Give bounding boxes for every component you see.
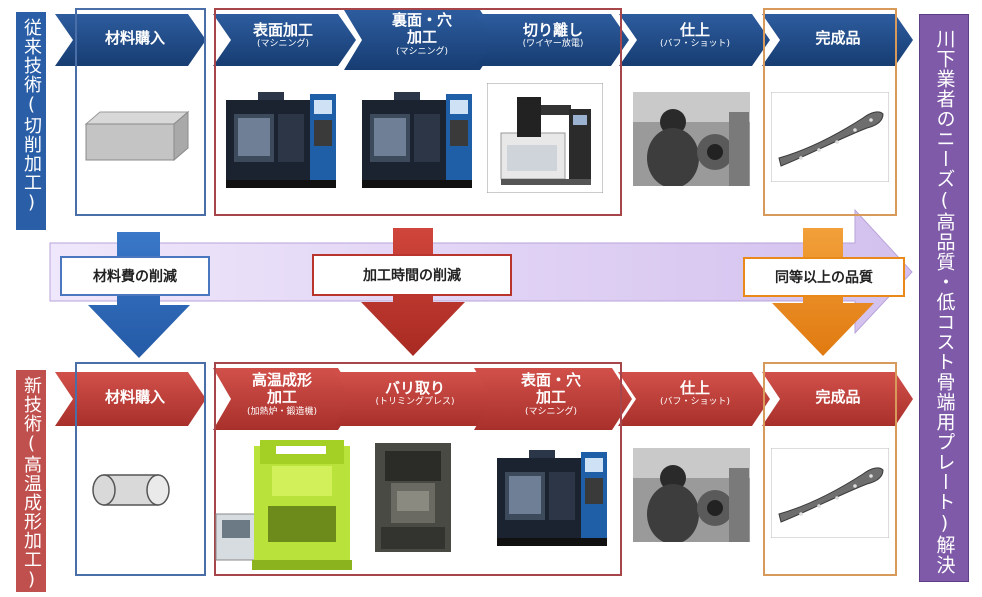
new-step-forming-label: 高温成形 加工 [251, 371, 312, 407]
new-step-product: 完成品 [780, 388, 896, 406]
machining-center-image-1 [226, 92, 336, 188]
new-step-product-label: 完成品 [815, 388, 861, 406]
new-step-finish-sub: (バフ・ショット) [659, 397, 731, 408]
conv-material-box [75, 8, 206, 216]
forging-press-image [215, 440, 352, 570]
new-step-finish: 仕上 (バフ・ショット) [636, 379, 754, 408]
new-step-material: 材料購入 [80, 388, 190, 406]
downstream-needs-panel: 川下業者のニーズ(高品質・低コスト骨端用プレート)解決 [919, 14, 969, 582]
square-bar-stock-image [84, 110, 190, 162]
conv-step-cut-sub: (ワイヤー放電) [522, 39, 584, 50]
polishing-worker-photo-2 [633, 448, 750, 542]
conv-step-finish: 仕上 (バフ・ショット) [636, 21, 754, 50]
machining-center-image-3 [497, 450, 607, 546]
bone-plate-image-top [771, 92, 889, 182]
conv-step-cut-label: 切り離し [522, 21, 583, 39]
conv-machining-box [214, 8, 622, 216]
conv-step-back-sub: (マシニング) [395, 46, 449, 57]
trimming-press-photo [375, 443, 451, 552]
new-step-finish-label: 仕上 [679, 379, 710, 397]
new-step-deburr: バリ取り (トリミングプレス) [352, 379, 478, 408]
downstream-needs-text: 川下業者のニーズ(高品質・低コスト骨端用プレート)解決 [933, 29, 956, 575]
effect-processing-time-text: 加工時間の削減 [363, 268, 461, 284]
new-product-box [763, 362, 897, 576]
conv-step-material: 材料購入 [80, 29, 190, 47]
effect-quality: 同等以上の品質 [743, 257, 905, 297]
new-step-forming: 高温成形 加工 (加熱炉・鍛造機) [226, 371, 338, 417]
conv-step-product-label: 完成品 [815, 29, 861, 47]
conventional-chevrons [55, 10, 913, 70]
new-step-deburr-sub: (トリミングプレス) [375, 397, 455, 408]
machining-center-image-2 [362, 92, 472, 188]
effect-material-cost: 材料費の削減 [60, 256, 210, 296]
conv-step-product: 完成品 [780, 29, 896, 47]
conv-step-material-label: 材料購入 [104, 29, 165, 47]
round-bar-stock-image [92, 474, 170, 506]
conv-step-finish-sub: (バフ・ショット) [659, 39, 731, 50]
new-step-surface-sub: (マシニング) [524, 406, 578, 417]
conv-step-back: 裏面・穴 加工 (マシニング) [362, 11, 482, 57]
conv-step-back-label: 裏面・穴 加工 [391, 11, 452, 47]
new-process-box [214, 362, 622, 576]
polishing-worker-photo [633, 92, 750, 186]
conv-step-finish-label: 仕上 [679, 21, 710, 39]
conventional-label-text: 従来技術(切削加工) [21, 18, 42, 214]
new-tech-label-text: 新技術(高温成形加工) [21, 376, 42, 591]
wire-edm-machine-image [487, 83, 603, 193]
new-step-material-label: 材料購入 [104, 388, 165, 406]
conventional-tech-label: 従来技術(切削加工) [16, 12, 46, 230]
new-step-surface-label: 表面・穴 加工 [520, 371, 581, 407]
new-tech-label: 新技術(高温成形加工) [16, 370, 46, 592]
effect-material-cost-text: 材料費の削減 [93, 269, 177, 285]
conv-product-box [763, 8, 897, 216]
new-step-forming-sub: (加熱炉・鍛造機) [246, 406, 318, 417]
conv-step-surface: 表面加工 (マシニング) [228, 21, 338, 50]
effect-quality-text: 同等以上の品質 [775, 270, 873, 286]
conv-step-surface-sub: (マシニング) [256, 39, 310, 50]
effect-processing-time: 加工時間の削減 [312, 254, 512, 296]
new-step-surface: 表面・穴 加工 (マシニング) [490, 371, 612, 417]
bone-plate-image-bottom [771, 448, 889, 538]
conv-step-surface-label: 表面加工 [252, 21, 313, 39]
new-step-deburr-label: バリ取り [384, 379, 445, 397]
new-material-box [75, 362, 206, 576]
new-tech-chevrons [55, 368, 913, 430]
conv-step-cut: 切り離し (ワイヤー放電) [494, 21, 612, 50]
